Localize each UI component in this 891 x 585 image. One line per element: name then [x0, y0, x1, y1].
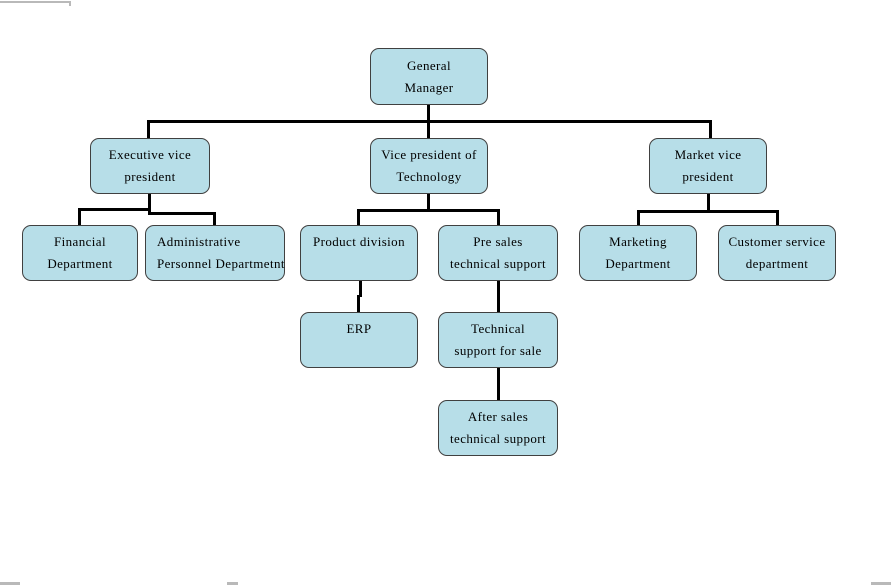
- node-label-line: Customer service: [728, 234, 826, 249]
- node-label-line: Technical: [471, 321, 525, 336]
- node-label-line: ERP: [346, 321, 372, 336]
- node-label-line: Department: [47, 256, 113, 271]
- org-node-product-division[interactable]: Product division: [300, 225, 418, 281]
- connector-drop-executive-vp: [147, 122, 150, 138]
- page-edge-mark-bottom-left: [0, 582, 20, 585]
- node-label-line: Market vice: [674, 147, 742, 162]
- org-node-technical-support-for-sale[interactable]: Technical support for sale: [438, 312, 558, 368]
- org-node-executive-vice-president[interactable]: Executive vice president: [90, 138, 210, 194]
- node-label-line: technical support: [450, 431, 546, 446]
- connector-gm-stub: [427, 105, 430, 122]
- org-node-administrative-personnel-department[interactable]: Administrative Personnel Departmetnt: [145, 225, 285, 281]
- org-node-financial-department[interactable]: Financial Department: [22, 225, 138, 281]
- page-edge-mark-top-left: [0, 1, 71, 3]
- org-node-vice-president-of-technology[interactable]: Vice president of Technology: [370, 138, 488, 194]
- connector-executive-right-horizontal: [148, 212, 216, 215]
- node-label-line: Financial: [54, 234, 106, 249]
- connector-drop-vp-technology: [427, 122, 430, 138]
- node-label-line: Technology: [396, 169, 462, 184]
- connector-techsupport-aftersales: [497, 368, 500, 400]
- connector-executive-vp-stub: [148, 194, 151, 215]
- node-label-line: Administrative: [157, 234, 241, 249]
- connector-drop-customer-service: [776, 212, 779, 225]
- connector-gm-horizontal: [147, 120, 712, 123]
- node-label-line: Product division: [313, 234, 405, 249]
- connector-drop-pre-sales: [497, 211, 500, 225]
- node-label-line: Manager: [404, 79, 454, 95]
- org-node-pre-sales-technical-support[interactable]: Pre sales technical support: [438, 225, 558, 281]
- node-label-line: department: [745, 256, 809, 271]
- connector-drop-financial: [78, 210, 81, 225]
- node-label-line: Marketing: [609, 234, 667, 249]
- connector-market-horizontal: [637, 210, 779, 213]
- org-node-marketing-department[interactable]: Marketing Department: [579, 225, 697, 281]
- connector-drop-market-vp: [709, 122, 712, 138]
- org-node-general-manager[interactable]: General Manager: [370, 48, 488, 105]
- connector-vp-technology-stub: [427, 194, 430, 212]
- node-label-line: support for sale: [454, 343, 542, 358]
- connector-market-vp-stub: [707, 194, 710, 213]
- page-edge-mark-bottom-mid: [227, 582, 238, 585]
- connector-presales-techsupport: [497, 281, 500, 312]
- connector-technology-horizontal: [357, 209, 500, 212]
- node-label-line: Executive vice: [108, 147, 192, 162]
- connector-product-erp-lower: [357, 295, 360, 312]
- node-label-line: General: [407, 57, 451, 73]
- node-label-line: technical support: [450, 256, 546, 271]
- org-node-customer-service-department[interactable]: Customer service department: [718, 225, 836, 281]
- node-label-line: Pre sales: [473, 234, 523, 249]
- connector-drop-admin-personnel: [213, 214, 216, 225]
- node-label-line: president: [682, 169, 734, 184]
- node-label-line: After sales: [467, 409, 529, 424]
- connector-product-erp-upper: [359, 281, 362, 297]
- page-edge-mark-top-left-tick: [69, 1, 71, 6]
- org-node-market-vice-president[interactable]: Market vice president: [649, 138, 767, 194]
- connector-drop-marketing: [637, 212, 640, 225]
- connector-drop-product-division: [357, 211, 360, 225]
- node-label-line: Personnel Departmetnt: [157, 256, 285, 271]
- connector-executive-left-horizontal: [78, 208, 151, 211]
- node-label-line: Department: [605, 256, 671, 271]
- org-node-after-sales-technical-support[interactable]: After sales technical support: [438, 400, 558, 456]
- node-label-line: Vice president of: [381, 147, 477, 162]
- org-node-erp[interactable]: ERP: [300, 312, 418, 368]
- page-edge-mark-bottom-right: [871, 582, 891, 585]
- node-label-line: president: [124, 169, 176, 184]
